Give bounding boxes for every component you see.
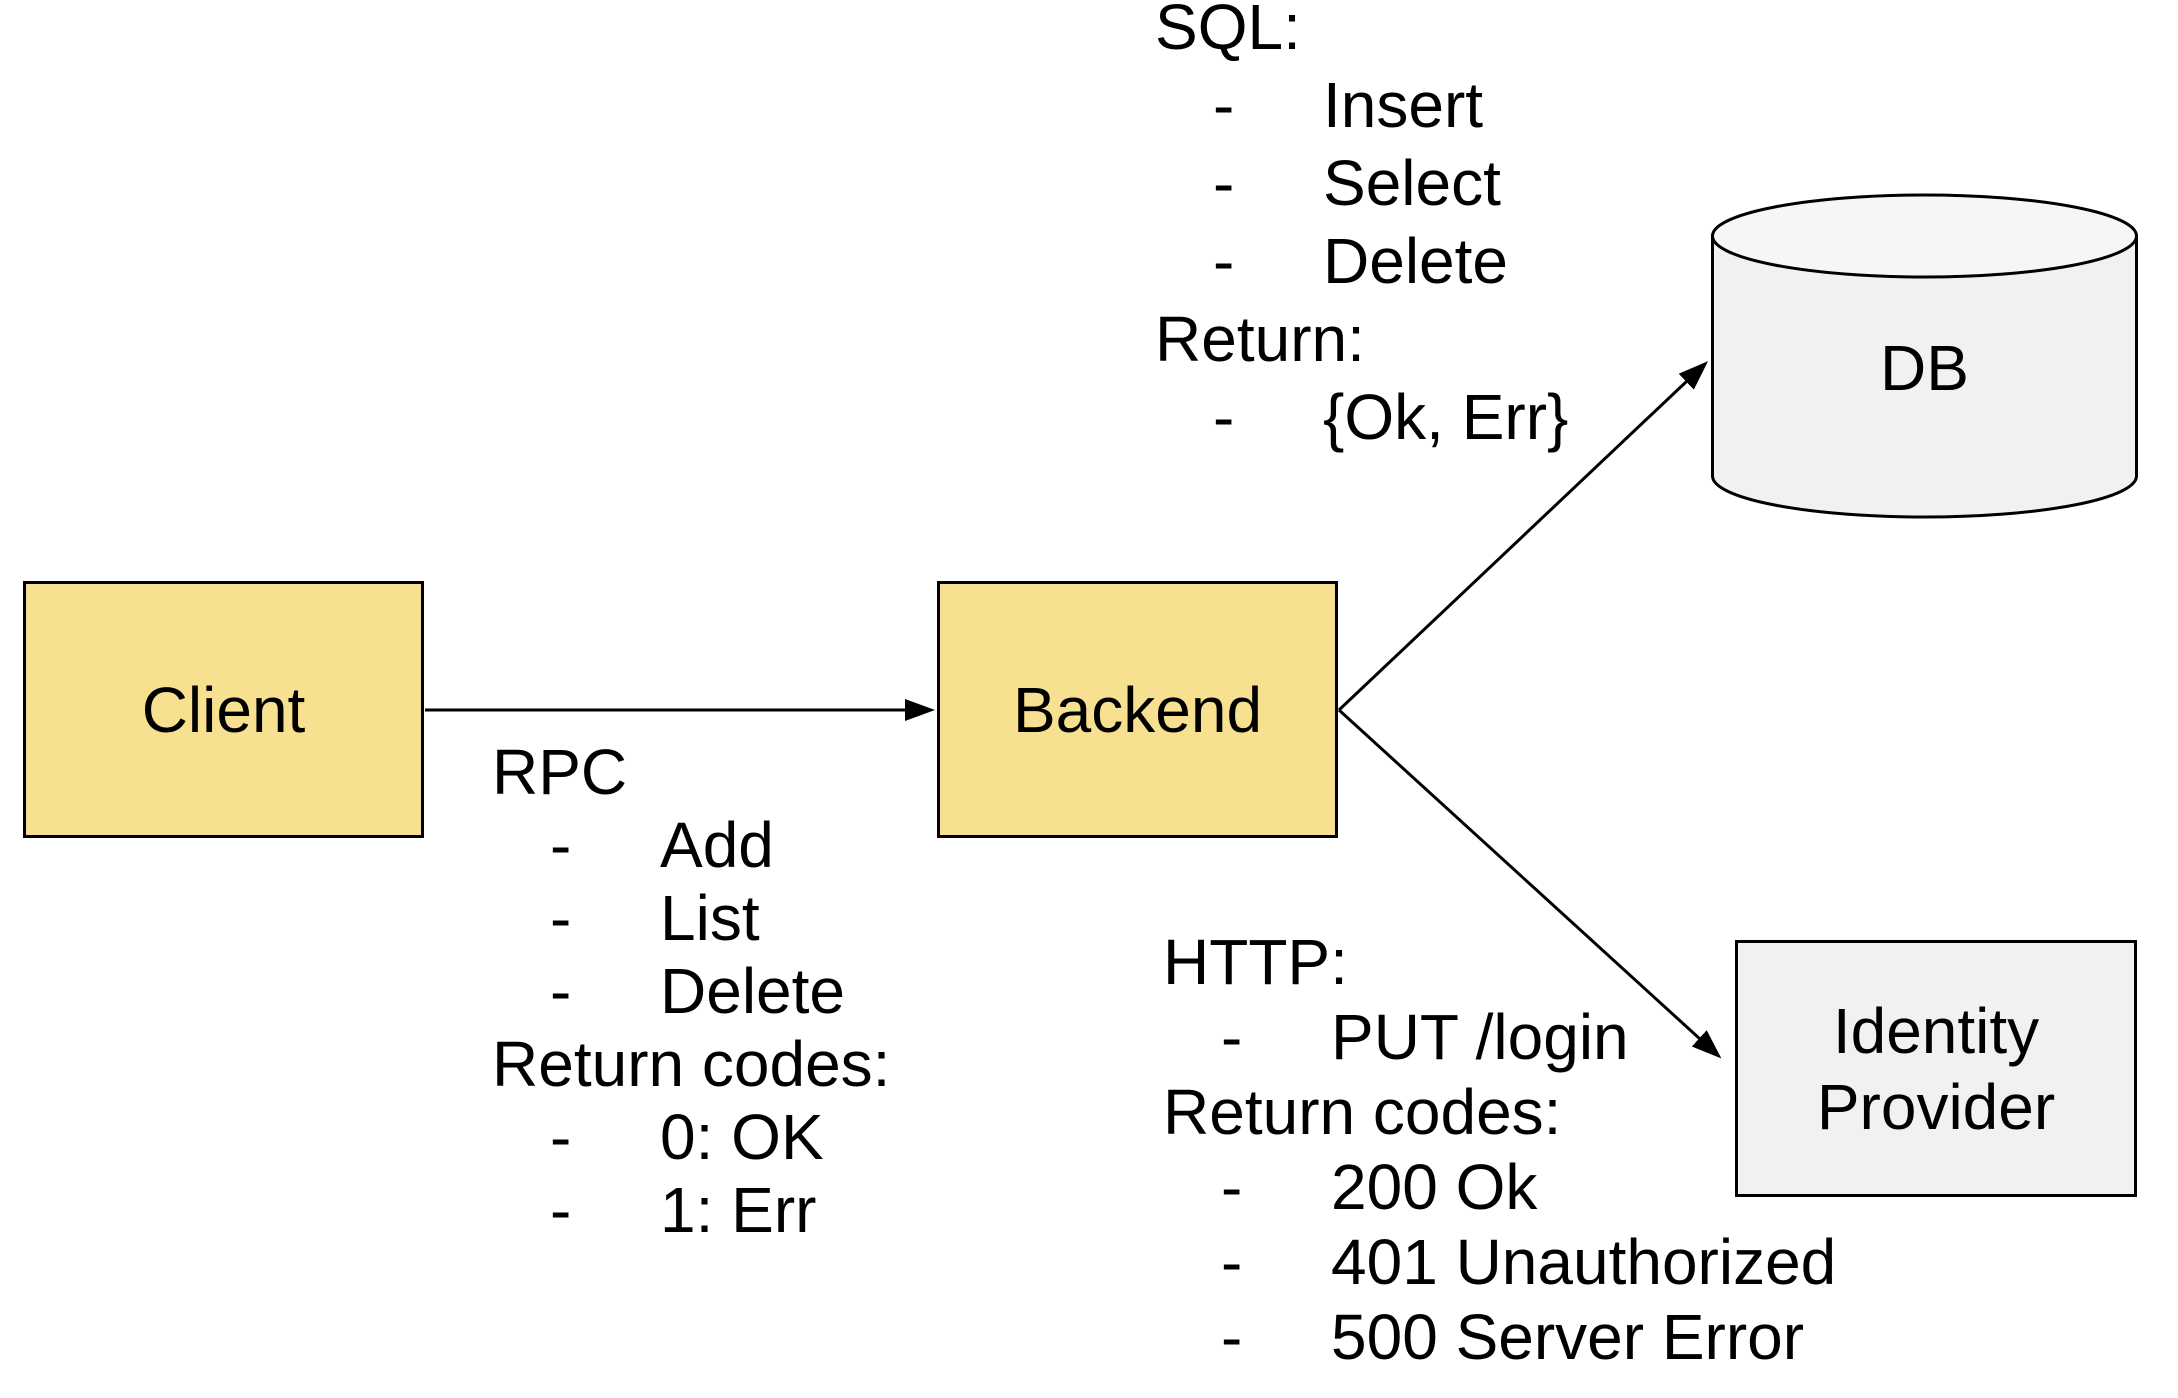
bullet-dash: - [550, 955, 572, 1027]
rpc-annotation-title: RPC [492, 736, 628, 808]
rpc-item-label: Delete [660, 955, 845, 1027]
sql-annotation-item: - Select [1155, 144, 1568, 222]
db-cylinder-top [1711, 193, 2138, 279]
http-annotation-item: - PUT /login [1163, 1000, 1836, 1075]
sql-annotation-title: SQL: [1155, 0, 1301, 63]
sql-annotation-item: - {Ok, Err} [1155, 378, 1568, 456]
sql-item-label: Delete [1323, 225, 1508, 297]
http-annotation-item: - 401 Unauthorized [1163, 1225, 1836, 1300]
http-annotation-subtitle: Return codes: [1163, 1076, 1562, 1148]
bullet-dash: - [550, 1174, 572, 1246]
bullet-dash: - [1213, 381, 1235, 453]
backend-node: Backend [937, 581, 1338, 838]
bullet-dash: - [1213, 69, 1235, 141]
sql-annotation-subtitle: Return: [1155, 303, 1365, 375]
arrow-backend-to-db [1337, 361, 1709, 712]
rpc-return-label: 0: OK [660, 1101, 824, 1173]
db-cylinder-shape [1711, 193, 2138, 519]
http-item-label: PUT /login [1331, 1001, 1629, 1073]
bullet-dash: - [1213, 225, 1235, 297]
identity-provider-label-line1: Identity [1832, 994, 2040, 1067]
rpc-annotation: RPC - Add - List - Delete Return codes: … [492, 736, 890, 1247]
rpc-item-label: Add [660, 809, 774, 881]
http-annotation: HTTP: - PUT /login Return codes: - 200 O… [1163, 925, 1836, 1375]
sql-annotation-item: - Delete [1155, 222, 1568, 300]
rpc-annotation-item: - 0: OK [492, 1101, 890, 1174]
client-node-label: Client [141, 673, 306, 746]
client-node: Client [23, 581, 424, 838]
http-annotation-title: HTTP: [1163, 926, 1348, 998]
rpc-annotation-subtitle: Return codes: [492, 1028, 891, 1100]
rpc-annotation-item: - Add [492, 809, 890, 882]
bullet-dash: - [1221, 1226, 1243, 1298]
db-cylinder-body [1711, 234, 2138, 519]
bullet-dash: - [550, 809, 572, 881]
http-annotation-item: - 500 Server Error [1163, 1300, 1836, 1375]
sql-annotation-item: - Insert [1155, 66, 1568, 144]
http-annotation-item: - 200 Ok [1163, 1150, 1836, 1225]
bullet-dash: - [1221, 1301, 1243, 1373]
rpc-item-label: List [660, 882, 760, 954]
rpc-annotation-item: - 1: Err [492, 1174, 890, 1247]
rpc-return-label: 1: Err [660, 1174, 817, 1246]
identity-provider-node: Identity Provider [1735, 940, 2137, 1197]
arrow-backend-to-identity-provider [1337, 708, 1722, 1059]
sql-return-label: {Ok, Err} [1323, 381, 1569, 453]
bullet-dash: - [1213, 147, 1235, 219]
http-return-label: 500 Server Error [1331, 1301, 1805, 1373]
db-node-label: DB [1880, 332, 1969, 404]
identity-provider-label-line2: Provider [1816, 1070, 2056, 1143]
backend-node-label: Backend [1012, 673, 1263, 746]
bullet-dash: - [1221, 1151, 1243, 1223]
bullet-dash: - [550, 882, 572, 954]
bullet-dash: - [1221, 1001, 1243, 1073]
sql-item-label: Insert [1323, 69, 1484, 141]
rpc-annotation-item: - List [492, 882, 890, 955]
sql-annotation: SQL: - Insert - Select - Delete Return: … [1155, 0, 1568, 456]
bullet-dash: - [550, 1101, 572, 1173]
http-return-label: 401 Unauthorized [1331, 1226, 1837, 1298]
rpc-annotation-item: - Delete [492, 955, 890, 1028]
http-return-label: 200 Ok [1331, 1151, 1538, 1223]
sql-item-label: Select [1323, 147, 1501, 219]
